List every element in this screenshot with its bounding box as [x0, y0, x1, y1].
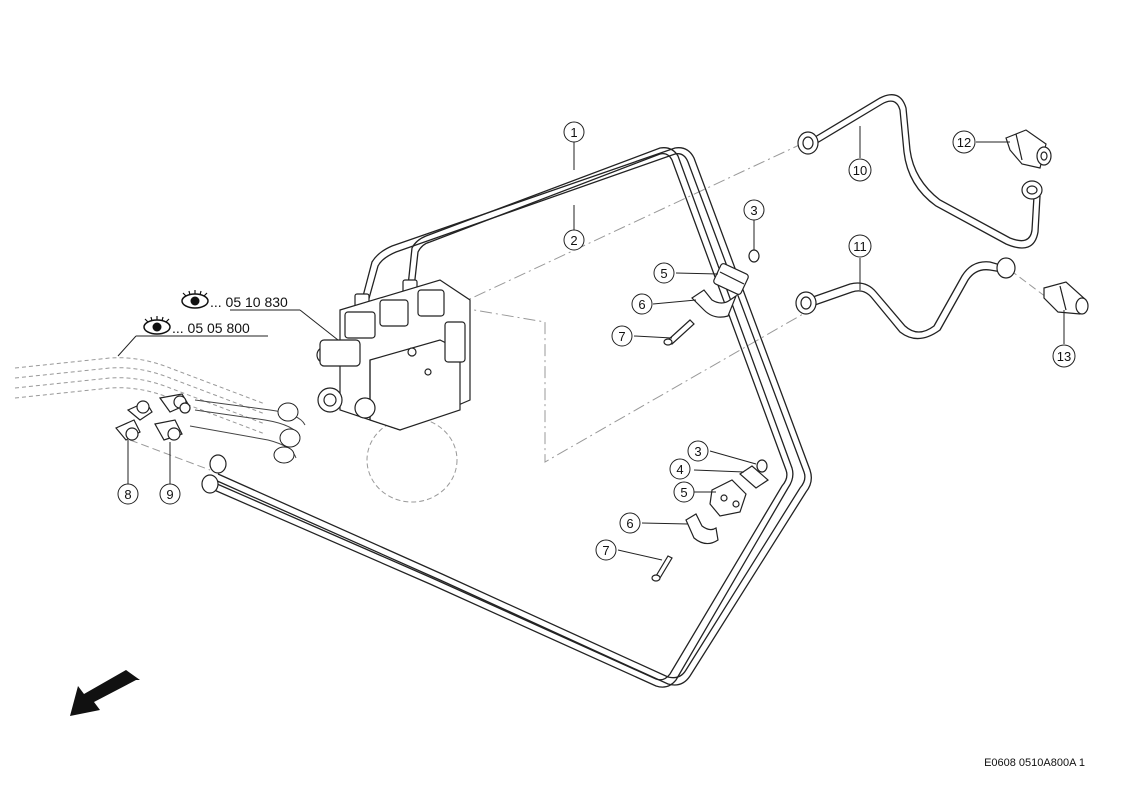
svg-text:3: 3	[750, 203, 757, 218]
elbow-fittings	[115, 393, 191, 441]
svg-text:4: 4	[676, 462, 683, 477]
svg-text:10: 10	[853, 163, 867, 178]
svg-text:7: 7	[602, 543, 609, 558]
svg-text:7: 7	[618, 329, 625, 344]
callout-11: 11	[848, 234, 872, 258]
reference-1-text: ... 05 10 830	[210, 294, 288, 310]
pipe-1-2	[204, 147, 812, 688]
direction-arrow-icon	[70, 670, 140, 716]
pipe-10-nuts	[797, 131, 1043, 200]
svg-text:5: 5	[660, 266, 667, 281]
reference-2: ... 05 05 800	[143, 316, 250, 336]
svg-text:3: 3	[694, 444, 701, 459]
callout-3-upper: 3	[743, 199, 765, 221]
svg-text:5: 5	[680, 485, 687, 500]
small-parts-upper	[663, 249, 760, 346]
callout-8: 8	[117, 483, 139, 505]
callout-9: 9	[159, 483, 181, 505]
pipe-11	[809, 261, 1005, 340]
callout-7-upper: 7	[611, 325, 633, 347]
reference-2-text: ... 05 05 800	[172, 320, 250, 336]
svg-text:8: 8	[124, 487, 131, 502]
eye-icon	[181, 290, 209, 309]
callout-2: 2	[563, 229, 585, 251]
callout-12: 12	[952, 130, 976, 154]
callout-5-lower: 5	[673, 481, 695, 503]
callout-6-upper: 6	[631, 293, 653, 315]
leader-lines	[117, 126, 1065, 561]
svg-text:6: 6	[626, 516, 633, 531]
reference-1: ... 05 10 830	[181, 290, 288, 310]
control-valve-block	[316, 279, 471, 431]
eye-icon	[143, 316, 171, 335]
callout-4: 4	[669, 458, 691, 480]
callout-7-lower: 7	[595, 539, 617, 561]
pipe-clamp	[713, 263, 749, 295]
pipe-10	[809, 94, 1041, 249]
callout-10: 10	[848, 158, 872, 182]
callout-5-upper: 5	[653, 262, 675, 284]
callout-3-lower: 3	[687, 440, 709, 462]
callout-1: 1	[563, 121, 585, 143]
callouts: 1 2 3 3 4 5 5 6	[117, 121, 1076, 561]
svg-text:11: 11	[853, 239, 867, 254]
svg-text:2: 2	[570, 233, 577, 248]
svg-text:13: 13	[1057, 349, 1071, 364]
callout-13: 13	[1052, 344, 1076, 368]
document-code: E0608 0510A800A 1	[984, 757, 1085, 769]
tee-fitting-12	[1005, 129, 1052, 169]
valve-hoses	[189, 399, 306, 464]
svg-text:12: 12	[957, 135, 971, 150]
svg-text:1: 1	[570, 125, 577, 140]
svg-text:9: 9	[166, 487, 173, 502]
small-parts-lower	[651, 459, 769, 582]
callout-6-lower: 6	[619, 512, 641, 534]
svg-text:6: 6	[638, 297, 645, 312]
pipe-11-nuts	[795, 257, 1016, 315]
union-fitting-13	[1043, 281, 1089, 315]
